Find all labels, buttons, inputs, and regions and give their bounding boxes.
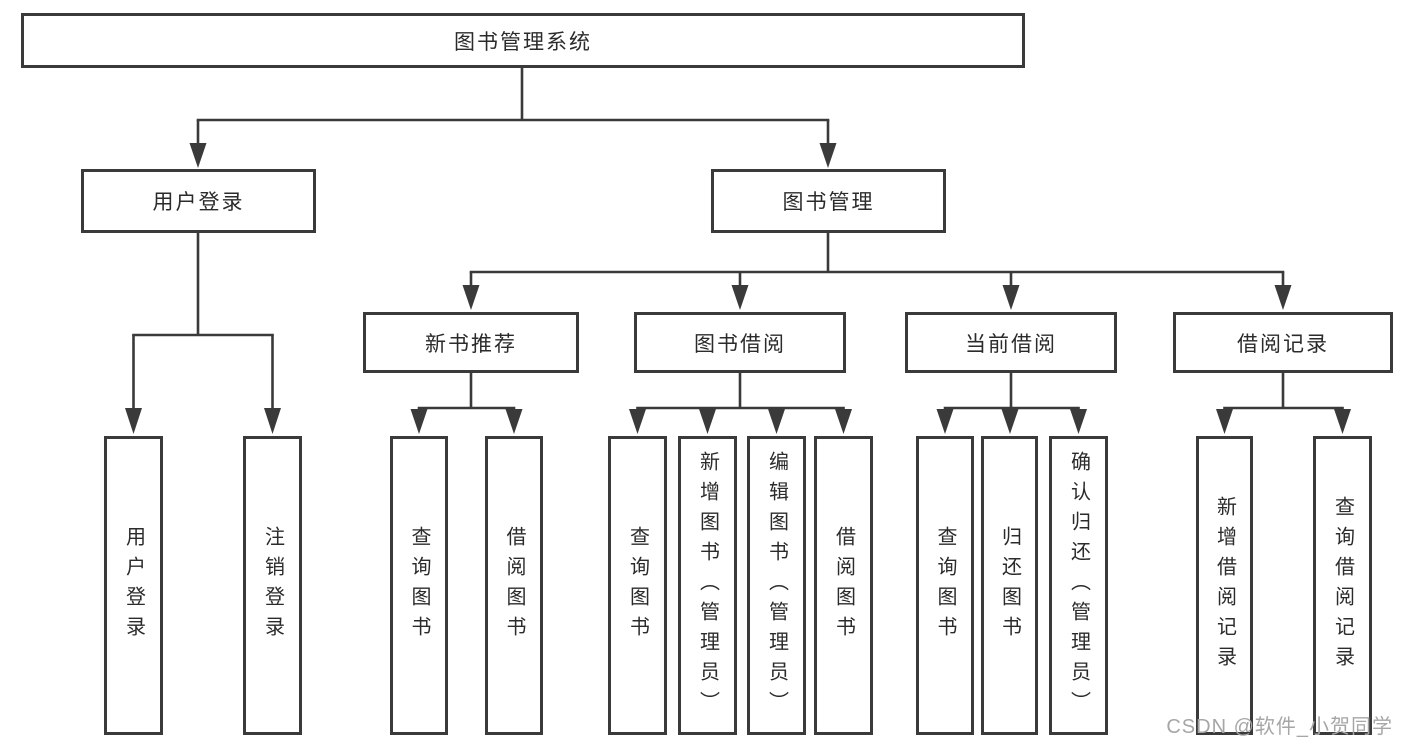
edge-root-split: [189, 67, 837, 168]
node-new-book-recommendation: 新书推荐: [363, 312, 579, 373]
edge-borrow-records-split: [1216, 373, 1351, 434]
node-label: 新书推荐: [425, 332, 517, 356]
edge-new-book-split: [410, 373, 523, 434]
node-label: 用户登录: [152, 191, 245, 214]
leaf-label: 用户登录: [122, 525, 145, 646]
leaf-return-book: 归还图书: [981, 436, 1038, 735]
leaf-label: 确认归还（管理员）: [1067, 450, 1090, 721]
node-label: 图书借阅: [694, 332, 786, 356]
edge-book-management-split: [462, 233, 1292, 310]
leaf-query-books-3: 查询图书: [916, 436, 974, 735]
leaf-user-login: 用户登录: [104, 436, 163, 735]
node-user-login: 用户登录: [81, 169, 316, 233]
leaf-label: 查询图书: [934, 525, 956, 646]
edge-book-borrow-split: [629, 373, 852, 434]
node-borrowing-records: 借阅记录: [1173, 312, 1393, 373]
csdn-watermark: CSDN @软件_小贺同学: [1166, 716, 1393, 738]
node-book-borrowing: 图书借阅: [634, 312, 846, 373]
leaf-label: 归还图书: [998, 525, 1021, 646]
leaf-query-borrow-record: 查询借阅记录: [1313, 436, 1372, 735]
edge-current-borrow-split: [936, 373, 1087, 434]
node-label: 当前借阅: [965, 332, 1057, 356]
leaf-edit-book-admin: 编辑图书（管理员）: [747, 436, 806, 735]
leaf-label: 编辑图书（管理员）: [765, 450, 788, 721]
node-book-management: 图书管理: [711, 169, 946, 233]
node-library-system: 图书管理系统: [21, 13, 1025, 68]
leaf-label: 查询图书: [626, 525, 649, 646]
leaf-confirm-return-admin: 确认归还（管理员）: [1049, 436, 1108, 735]
node-label: 图书管理: [782, 191, 875, 214]
node-label: 借阅记录: [1237, 332, 1329, 356]
leaf-label: 注销登录: [261, 525, 284, 646]
leaf-add-book-admin: 新增图书（管理员）: [678, 436, 737, 735]
edge-user-login-split: [125, 233, 281, 434]
leaf-add-borrow-record: 新增借阅记录: [1196, 436, 1253, 735]
leaf-query-books-1: 查询图书: [390, 436, 448, 735]
leaf-label: 新增图书（管理员）: [696, 450, 719, 721]
leaf-borrow-books-2: 借阅图书: [814, 436, 873, 735]
leaf-label: 查询图书: [408, 525, 430, 646]
leaf-label: 借阅图书: [832, 525, 855, 646]
leaf-borrow-books-1: 借阅图书: [485, 436, 543, 735]
leaf-label: 查询借阅记录: [1331, 495, 1354, 676]
node-current-borrowing: 当前借阅: [905, 312, 1117, 373]
leaf-logout: 注销登录: [243, 436, 302, 735]
leaf-label: 借阅图书: [503, 525, 525, 646]
leaf-label: 新增借阅记录: [1213, 495, 1236, 676]
leaf-query-books-2: 查询图书: [608, 436, 667, 735]
node-label: 图书管理系统: [454, 30, 592, 54]
